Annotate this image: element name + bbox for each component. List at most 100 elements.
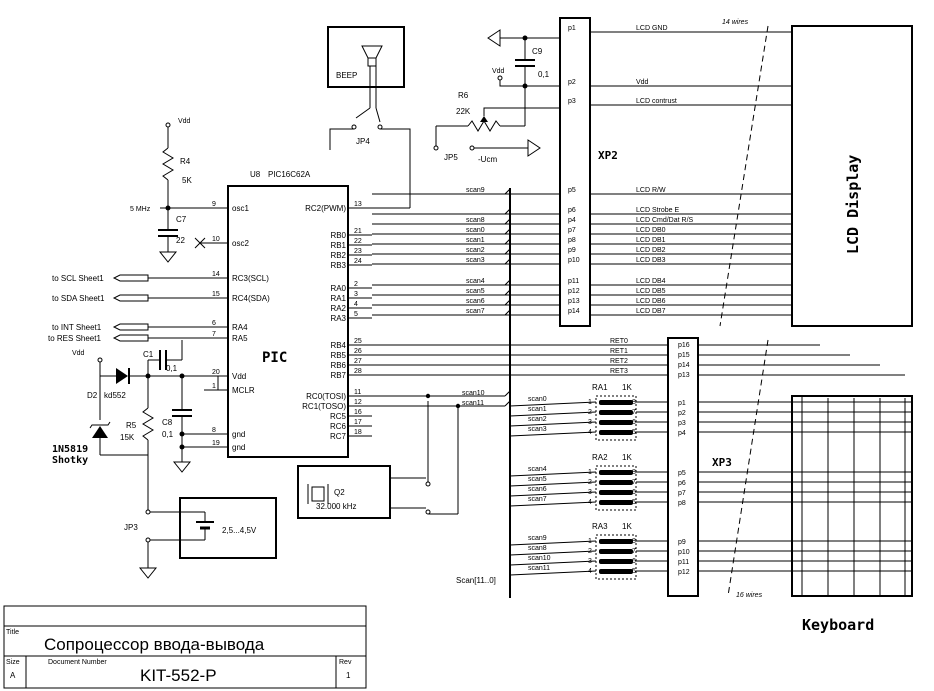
r6-value: 22K (456, 107, 471, 116)
vdd-terminal-r4 (165, 122, 171, 128)
scan-to-ra-wire (509, 421, 597, 427)
ra-pin-left: 1 (588, 469, 592, 476)
lcd-signal-label: LCD Strobe E (636, 207, 680, 214)
ra-pin-left: 1 (588, 538, 592, 545)
mcu-name: PIC (262, 350, 287, 366)
xp3-pin-label: p1 (678, 400, 686, 407)
d2-label: D2 (87, 391, 98, 400)
jp3-pin-b (145, 537, 151, 543)
scan-net-label: scan2 (466, 247, 485, 254)
xp2-pin-label: p5 (568, 187, 576, 194)
bus-entry (504, 238, 511, 245)
ra-value: 1K (622, 453, 632, 462)
mcu-right-pin-name: RA1 (330, 294, 346, 303)
mcu-right-pin-num: 17 (354, 419, 362, 426)
mcu-left-pin-name: RC4(SDA) (232, 294, 270, 303)
mcu-right-pin-num: 16 (354, 409, 362, 416)
jp4-label: JP4 (356, 137, 370, 146)
ra-pin-right: 6 (632, 489, 636, 496)
xp3-connector (667, 337, 699, 597)
xp3-pin-label: p14 (678, 362, 690, 369)
wires16-break-line (727, 339, 769, 597)
r4-label: R4 (180, 157, 191, 166)
mcu-left-pin-num: 20 (212, 369, 220, 376)
c8-label: C8 (162, 418, 173, 427)
schottky-bar (89, 421, 111, 429)
r4-resistor (162, 147, 174, 181)
scan-to-ra-wire (509, 501, 597, 507)
mcu-left-pin-num: 1 (212, 383, 216, 390)
ret-label: RET1 (610, 348, 628, 355)
ucm-label: -Ucm (478, 155, 497, 164)
mcu-right-pin-num: 3 (354, 291, 358, 298)
xp3-pin-label: p16 (678, 342, 690, 349)
scan-extra-label: scan11 (462, 400, 484, 407)
title-text: Сопроцессор ввода-вывода (44, 635, 265, 654)
jp4-wire-a (329, 128, 354, 150)
junction-gnd19 (179, 444, 185, 450)
mcu-left-pin-num: 9 (212, 201, 216, 208)
ra-outline (595, 465, 637, 511)
ra-pin-right: 5 (632, 568, 636, 575)
ra-resistor (599, 539, 633, 544)
bus-entry (504, 390, 511, 397)
lcd-signal-label: LCD DB3 (636, 257, 666, 264)
mcu-right-pin-num: 18 (354, 429, 362, 436)
beep-to-jp4-a (355, 107, 371, 119)
ra-value: 1K (622, 383, 632, 392)
ra-scan-label: scan7 (528, 496, 547, 503)
r6-label: R6 (458, 91, 469, 100)
xp2-pin-label: p6 (568, 207, 576, 214)
ra-scan-label: scan11 (528, 565, 550, 572)
xp2-pin-label: p4 (568, 217, 576, 224)
xp2-pin-label: p1 (568, 25, 576, 32)
r6-potentiometer (467, 120, 501, 132)
scan-to-ra-wire (509, 540, 597, 546)
c9-value: 0,1 (538, 70, 550, 79)
jp5-label: JP5 (444, 153, 458, 162)
mcu-left-pin-name: osc2 (232, 239, 249, 248)
c7-value: 22 (176, 236, 185, 245)
ra-resistor (599, 470, 633, 475)
title-label: Title (6, 629, 19, 636)
vdd-label-d2: Vdd (72, 350, 85, 357)
vdd-wire-xp2 (499, 80, 560, 87)
d2-part: kd552 (104, 391, 126, 400)
schottky-type: Shotky (52, 455, 88, 466)
xp3-pin-label: p2 (678, 410, 686, 417)
ra-resistor (599, 430, 633, 435)
freq-label: 5 MHz (130, 206, 151, 213)
xp2-pin-label: p3 (568, 98, 576, 105)
offsheet-arrow-int (112, 323, 149, 331)
ra-scan-label: scan6 (528, 486, 547, 493)
scan-to-ra-wire (509, 560, 597, 566)
ra-scan-label: scan10 (528, 555, 551, 562)
keyboard-label: Keyboard (802, 616, 874, 634)
mcu-right-pin-name: RC0(TOSI) (306, 392, 346, 401)
jp4-pin-b (377, 124, 383, 130)
jp4-wire-b (380, 128, 411, 208)
r5-resistor (142, 407, 154, 441)
scan-net-label: scan4 (466, 278, 485, 285)
lcd-signal-label: LCD DB1 (636, 237, 666, 244)
c1-label: C1 (143, 350, 154, 359)
scan-net-label: scan3 (466, 257, 485, 264)
vdd-terminal-d2 (97, 357, 103, 363)
scan-to-ra-wire (509, 550, 597, 556)
d2-diode (116, 368, 128, 384)
mcu-left-pin-num: 19 (212, 440, 220, 447)
mcu-right-pin-num: 2 (354, 281, 358, 288)
ra-scan-label: scan1 (528, 406, 547, 413)
lcd-signal-label: Vdd (636, 79, 649, 86)
bus-entry (504, 188, 511, 195)
r5-label: R5 (126, 421, 137, 430)
beep-box (327, 26, 405, 88)
offsheet-arrow-scl (112, 274, 149, 282)
ret-label: RET2 (610, 358, 628, 365)
xp3-pin-label: p12 (678, 569, 690, 576)
xp3-pin-label: p8 (678, 500, 686, 507)
xp2-pin-label: p13 (568, 298, 580, 305)
ra-outline (595, 395, 637, 441)
crystal-symbol (311, 486, 325, 502)
